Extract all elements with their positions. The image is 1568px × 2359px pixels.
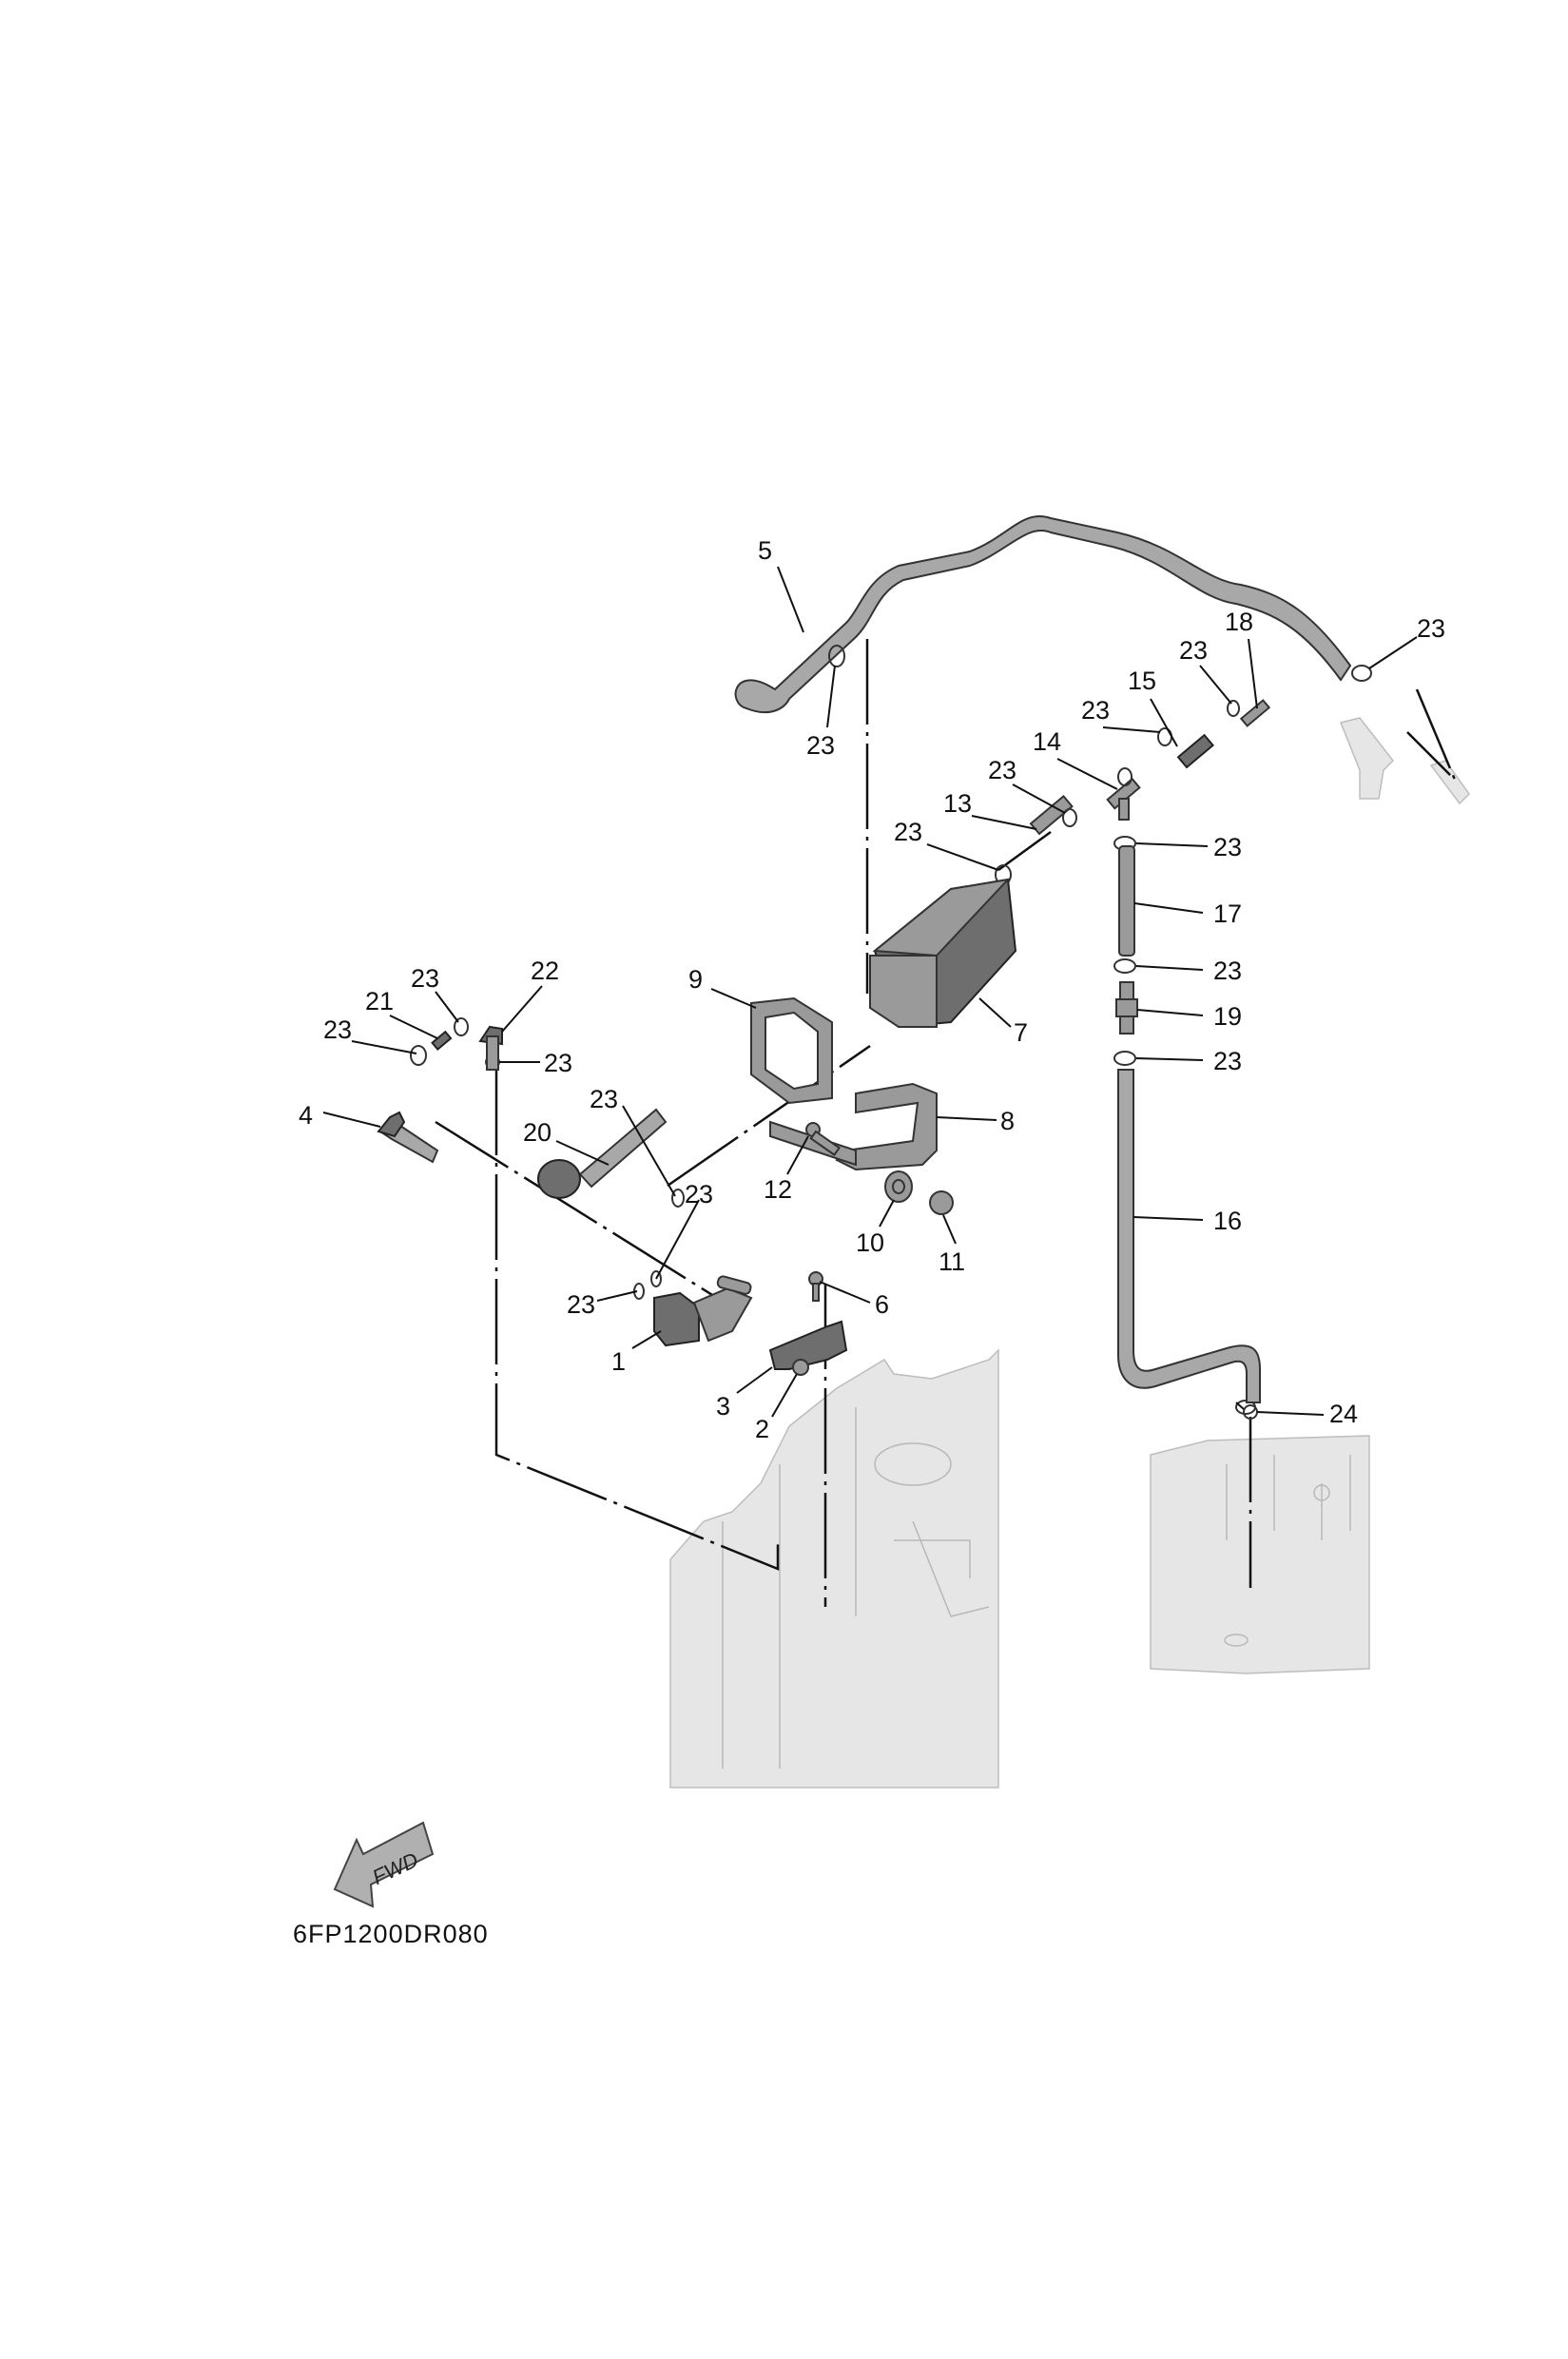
- callout-2: 2: [755, 1415, 769, 1443]
- clamp-callout: 23: [544, 1049, 572, 1077]
- clamp-callout: 23: [567, 1290, 595, 1319]
- callout-12: 12: [764, 1175, 792, 1204]
- clamp-callout: 23: [323, 1015, 352, 1044]
- callout-17: 17: [1213, 899, 1242, 928]
- clamp-callout: 23: [1213, 833, 1242, 861]
- bolt-part-6[interactable]: [808, 1271, 823, 1302]
- hose-part-17[interactable]: [1118, 845, 1135, 957]
- joint-part-19[interactable]: [1115, 981, 1138, 1034]
- bracket-part-3[interactable]: [768, 1320, 848, 1370]
- clamp-callout: 23: [806, 731, 835, 760]
- clamp-callout: 23: [894, 818, 922, 846]
- callout-15: 15: [1128, 667, 1156, 695]
- canister-part-7[interactable]: [869, 878, 1017, 1029]
- grommet-part-10[interactable]: [884, 1170, 913, 1203]
- clamp-callout: 23: [411, 964, 439, 993]
- callout-18: 18: [1225, 608, 1253, 636]
- callout-22: 22: [531, 957, 559, 985]
- callout-21: 21: [365, 987, 394, 1015]
- callout-9: 9: [688, 965, 703, 994]
- fwd-arrow-icon: FWD: [333, 1821, 435, 1908]
- callout-6: 6: [875, 1290, 889, 1319]
- fitting-ghost-top-right: [1339, 717, 1470, 805]
- hose-part-13[interactable]: [1029, 794, 1074, 836]
- callout-16: 16: [1213, 1207, 1242, 1235]
- hose-part-20[interactable]: [537, 1108, 668, 1199]
- clamp-callout: 23: [1417, 614, 1445, 643]
- callout-24: 24: [1329, 1400, 1358, 1428]
- clamp-callout: 23: [1081, 696, 1110, 725]
- callout-4: 4: [299, 1101, 313, 1130]
- hose-part-16[interactable]: [1117, 1069, 1261, 1403]
- hose-part-4[interactable]: [377, 1111, 439, 1164]
- clamp-callout: 23: [590, 1085, 618, 1113]
- engine-block-ghost-left: [669, 1348, 999, 1789]
- clamp-callout: 23: [1213, 1047, 1242, 1075]
- callout-7: 7: [1014, 1018, 1028, 1047]
- callout-labels: 5 18 15 14 13 17 19 16 24 7 9 8 22 21 4 …: [299, 536, 1445, 1443]
- collar-part-11[interactable]: [929, 1190, 954, 1215]
- callout-1: 1: [611, 1347, 626, 1376]
- clamp-callout: 23: [988, 756, 1016, 784]
- hose-part-22[interactable]: [478, 1025, 503, 1071]
- clamp-callout: 23: [1179, 636, 1208, 665]
- clamp-callout: 23: [1213, 957, 1242, 985]
- callout-10: 10: [856, 1228, 884, 1257]
- callout-19: 19: [1213, 1002, 1242, 1031]
- callout-13: 13: [943, 789, 972, 818]
- callout-20: 20: [523, 1118, 552, 1147]
- bolt-part-12[interactable]: [805, 1122, 841, 1156]
- callout-8: 8: [1000, 1107, 1015, 1135]
- callout-3: 3: [716, 1392, 730, 1421]
- nut-part-2[interactable]: [792, 1359, 809, 1376]
- center-lines: [435, 639, 1457, 1607]
- callout-11: 11: [939, 1247, 965, 1276]
- clamp-callout: 23: [685, 1180, 713, 1209]
- fitting-part-18[interactable]: [1239, 699, 1271, 727]
- fitting-part-21[interactable]: [431, 1030, 453, 1052]
- callout-14: 14: [1033, 727, 1061, 756]
- callout-5: 5: [758, 536, 772, 565]
- leader-lines: [322, 566, 1418, 1418]
- band-part-9[interactable]: [750, 996, 833, 1105]
- diagram-code: 6FP1200DR080: [293, 1920, 489, 1948]
- valve-part-1[interactable]: [653, 1275, 753, 1347]
- engine-block-ghost-right: [1150, 1435, 1370, 1674]
- joint-part-14[interactable]: [1106, 777, 1141, 821]
- hose-part-15[interactable]: [1176, 733, 1214, 769]
- hose-part-5[interactable]: [734, 515, 1352, 714]
